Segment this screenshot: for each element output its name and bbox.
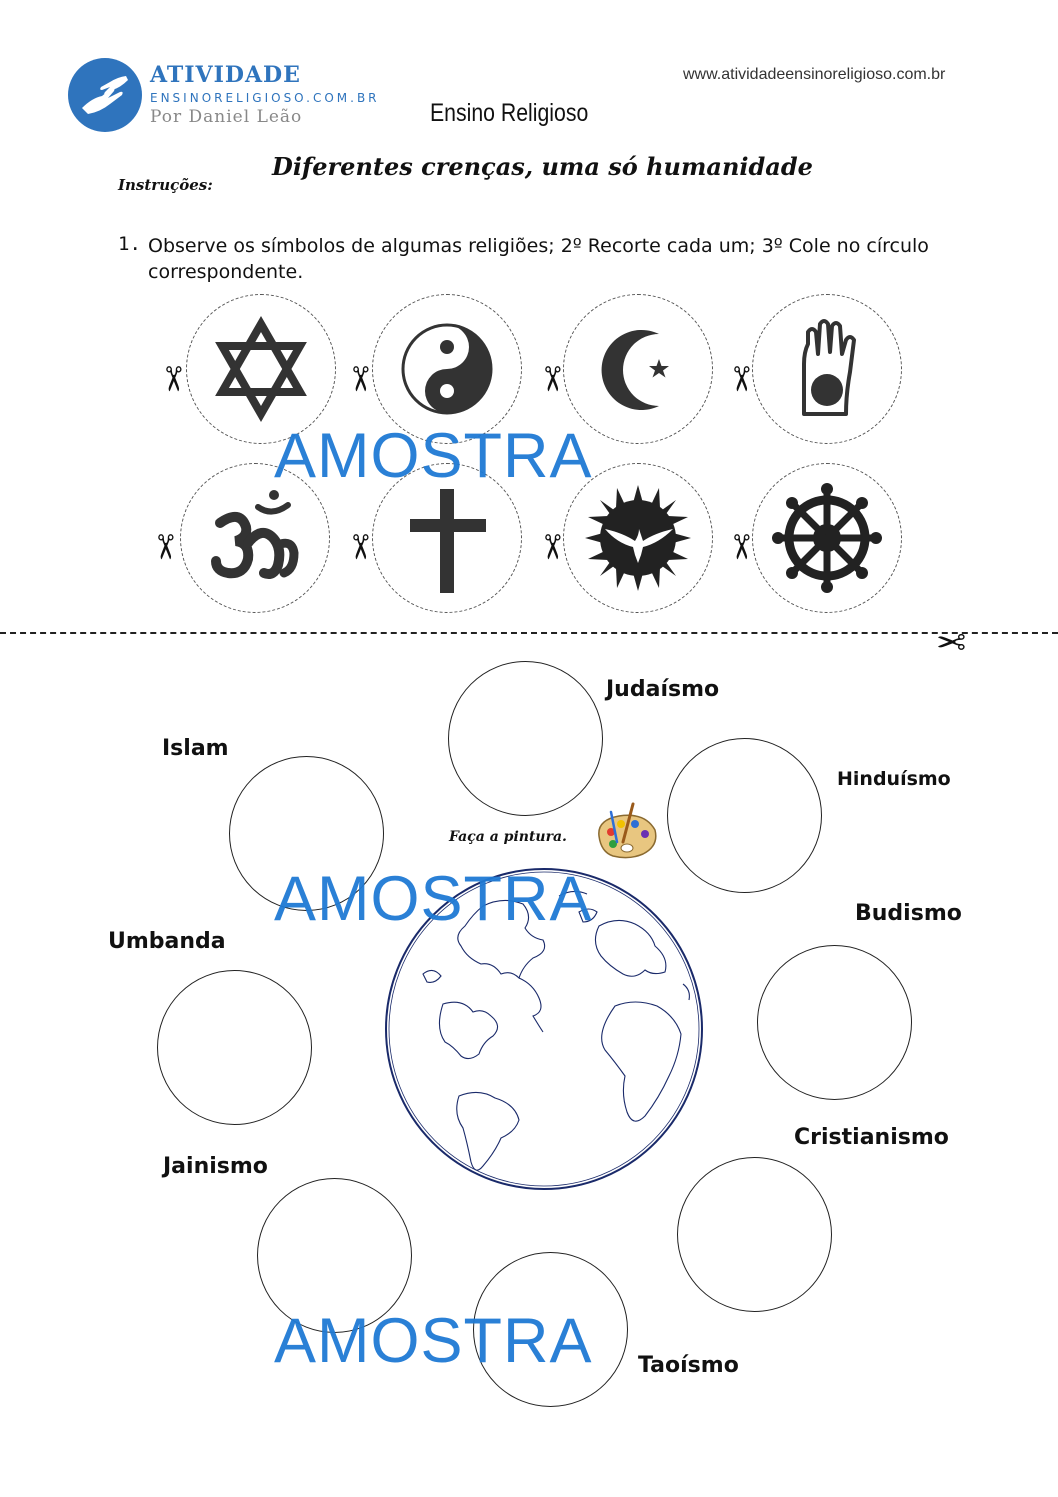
- scissors-icon: ✂: [339, 532, 380, 562]
- label-taoismo: Taoísmo: [638, 1353, 739, 1378]
- cutout-circle-crescent[interactable]: [563, 294, 713, 444]
- cutout-circle-cross[interactable]: [372, 463, 522, 613]
- logo-title: ATIVIDADE: [150, 62, 301, 88]
- scissors-icon: ✂: [720, 532, 761, 562]
- instruction-text: Observe os símbolos de algumas religiões…: [148, 235, 929, 283]
- paste-circle-judaismo[interactable]: [448, 661, 603, 816]
- sun-dove-icon: [585, 485, 691, 591]
- logo-author: Por Daniel Leão: [150, 107, 303, 127]
- paste-circle-islam[interactable]: [229, 756, 384, 911]
- site-url: www.atividadeensinoreligioso.com.br: [683, 66, 946, 83]
- page-title: Diferentes crenças, uma só humanidade: [272, 152, 813, 181]
- instruction-number: 1.: [118, 233, 141, 255]
- cutout-circle-dharma-wheel[interactable]: [752, 463, 902, 613]
- label-judaismo: Judaísmo: [606, 677, 720, 702]
- scissors-icon: ✂: [531, 532, 572, 562]
- jain-hand-icon: [802, 319, 856, 416]
- paint-palette-icon: [598, 802, 657, 859]
- label-budismo: Budismo: [855, 901, 962, 926]
- watermark: AMOSTRA: [274, 864, 593, 934]
- cutout-circle-sun-dove[interactable]: [563, 463, 713, 613]
- paste-circle-taoismo[interactable]: [473, 1252, 628, 1407]
- watermark: AMOSTRA: [274, 1306, 593, 1376]
- dharma-wheel-icon: [772, 483, 882, 593]
- subject-title: Ensino Religioso: [430, 99, 589, 127]
- cut-line: [0, 632, 1058, 634]
- scissors-icon: ✂: [720, 364, 761, 394]
- paste-circle-umbanda[interactable]: [157, 970, 312, 1125]
- cutout-circle-jain-hand[interactable]: [752, 294, 902, 444]
- om-icon: [211, 490, 299, 579]
- paste-circle-budismo[interactable]: [757, 945, 912, 1100]
- hands-icon: [82, 76, 128, 114]
- label-hinduismo: Hinduísmo: [837, 768, 951, 790]
- paste-circle-cristianismo[interactable]: [677, 1157, 832, 1312]
- cutout-circle-star-of-david[interactable]: [186, 294, 336, 444]
- star-of-david-icon: [215, 315, 307, 423]
- paint-note: Faça a pintura.: [449, 829, 567, 845]
- scissors-icon: ✂: [339, 364, 380, 394]
- globe-outline: [385, 868, 703, 1190]
- scissors-icon: ✂: [144, 532, 185, 562]
- scissors-icon: ✂: [531, 364, 572, 394]
- label-umbanda: Umbanda: [108, 929, 226, 954]
- cutout-circle-yin-yang[interactable]: [372, 294, 522, 444]
- paste-circle-jainismo[interactable]: [257, 1178, 412, 1333]
- label-jainismo: Jainismo: [163, 1154, 268, 1179]
- logo-subtitle: ENSINORELIGIOSO.COM.BR: [150, 91, 380, 105]
- label-islam: Islam: [162, 736, 229, 761]
- scissors-icon: ✂: [936, 623, 967, 664]
- logo-badge: [68, 58, 142, 132]
- cutout-circle-om[interactable]: [180, 463, 330, 613]
- crescent-star-icon: [601, 330, 669, 410]
- watermark: AMOSTRA: [274, 421, 593, 491]
- yin-yang-icon: [401, 323, 493, 415]
- instructions-label: Instruções:: [118, 176, 213, 194]
- latin-cross-icon: [410, 489, 486, 593]
- paste-circle-hinduismo[interactable]: [667, 738, 822, 893]
- scissors-icon: ✂: [152, 364, 193, 394]
- label-cristianismo: Cristianismo: [794, 1125, 949, 1150]
